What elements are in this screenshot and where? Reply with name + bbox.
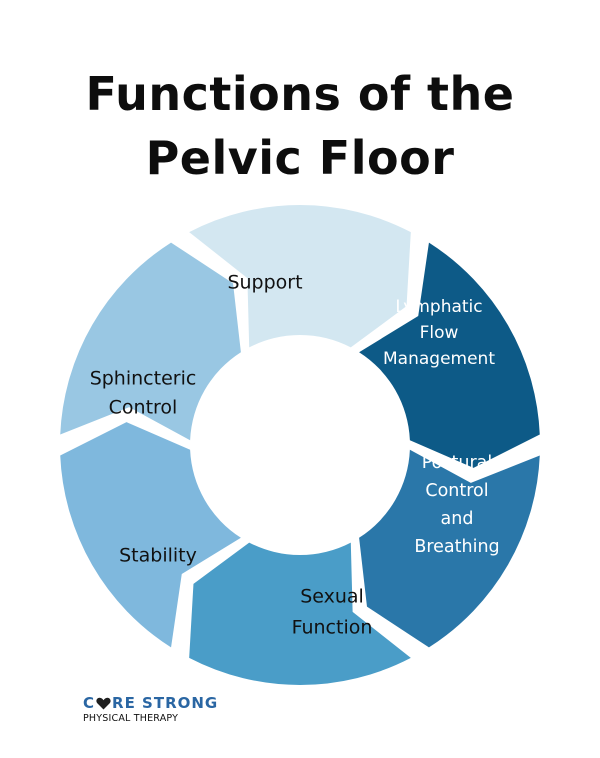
label-lymphatic-line-2: Flow bbox=[420, 323, 459, 343]
logo-subtitle: PHYSICAL THERAPY bbox=[83, 713, 179, 724]
label-postural-line-1: Postural bbox=[422, 453, 493, 473]
label-lymphatic-line-1: Lymphatic bbox=[395, 297, 482, 317]
label-sexual-line-1: Sexual bbox=[300, 586, 364, 608]
title-line-2: Pelvic Floor bbox=[145, 131, 455, 185]
label-lymphatic-line-3: Management bbox=[383, 349, 495, 369]
label-sphincteric-line-1: Sphincteric bbox=[90, 368, 197, 390]
segment-lymphatic bbox=[359, 242, 540, 468]
logo-wordmark: C RE STRONG bbox=[83, 694, 218, 712]
core-strong-logo: C RE STRONG PHYSICAL THERAPY bbox=[83, 694, 218, 724]
label-stability-line-1: Stability bbox=[119, 545, 197, 567]
heart-icon bbox=[96, 697, 111, 709]
label-postural-line-4: Breathing bbox=[414, 537, 499, 557]
segment-sexual bbox=[189, 542, 411, 686]
segment-sphincteric bbox=[60, 242, 241, 441]
label-support-line-1: Support bbox=[227, 272, 302, 294]
segment-support bbox=[189, 205, 411, 348]
segment-stability bbox=[60, 422, 241, 648]
label-sphincteric-line-2: Control bbox=[109, 397, 178, 419]
label-postural-line-3: and bbox=[441, 509, 474, 529]
label-postural-line-2: Control bbox=[425, 481, 488, 501]
logo-text-rest: RE STRONG bbox=[112, 694, 219, 712]
segment-postural bbox=[359, 449, 540, 648]
title-line-1: Functions of the bbox=[85, 67, 515, 121]
logo-text-c: C bbox=[83, 694, 96, 712]
page-title: Functions of the Pelvic Floor bbox=[0, 62, 600, 190]
label-sexual-line-2: Function bbox=[292, 617, 373, 639]
